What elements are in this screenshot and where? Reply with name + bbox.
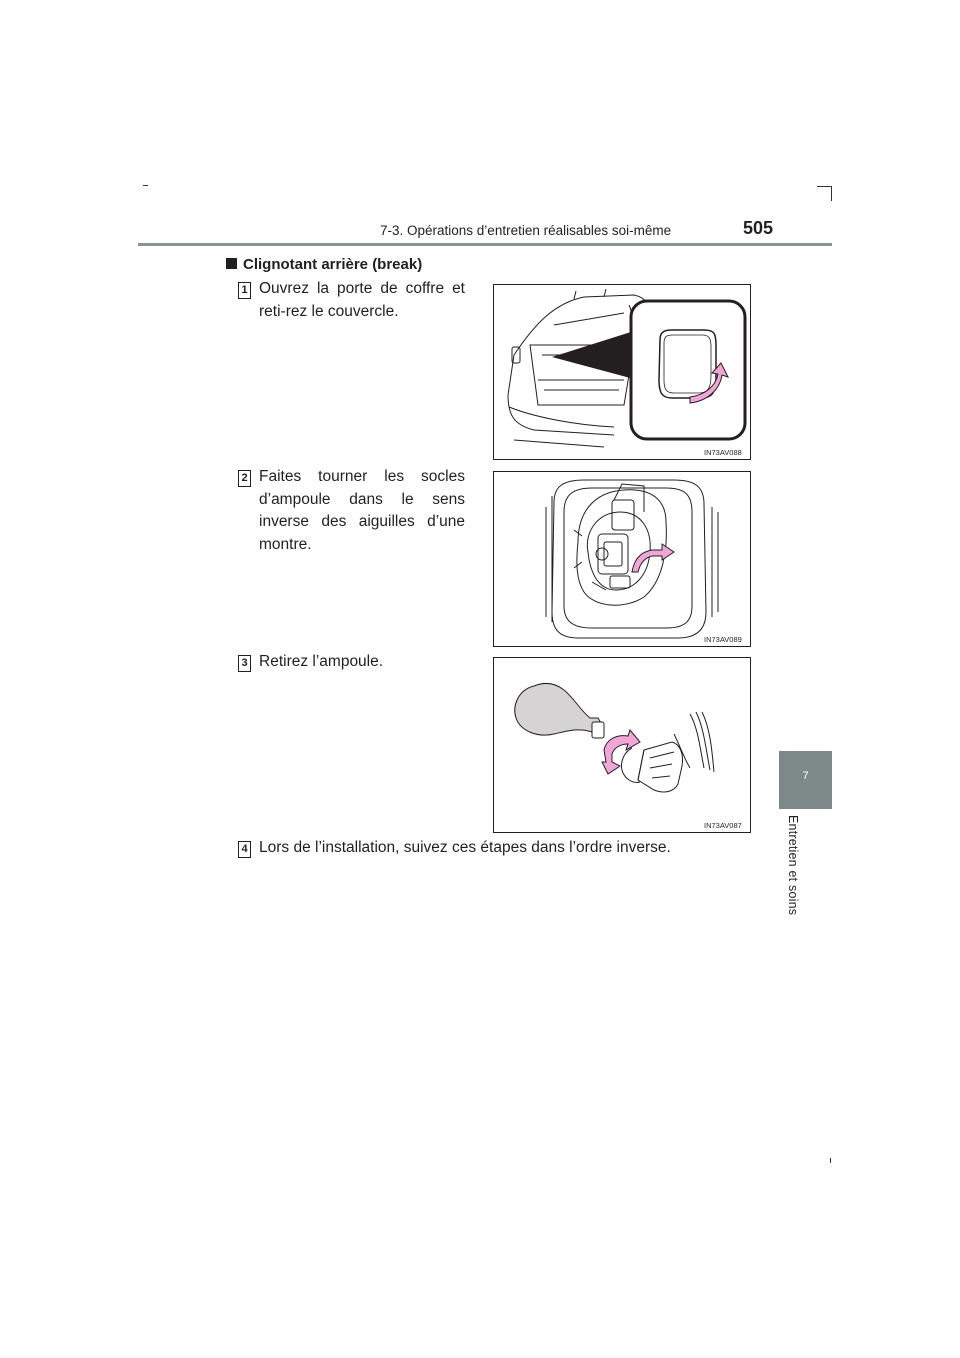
square-bullet-icon xyxy=(226,258,237,269)
figure-code: IN73AV088 xyxy=(704,448,742,457)
bulb-illustration xyxy=(514,682,715,793)
section-title: Clignotant arrière (break) xyxy=(226,256,422,273)
step-number: 3 xyxy=(238,655,251,672)
step-text: Retirez l’ampoule. xyxy=(259,653,384,670)
page-number: 505 xyxy=(743,218,774,238)
socket-illustration xyxy=(545,479,719,639)
crop-mark xyxy=(817,186,832,187)
figure-socket: IN73AV089 xyxy=(493,471,751,647)
step-number: 2 xyxy=(238,470,251,487)
step-number: 4 xyxy=(238,841,251,858)
step-text: Ouvrez la porte de coffre et reti-rez le… xyxy=(259,280,465,320)
section-title-text: Clignotant arrière (break) xyxy=(243,256,423,273)
step-text: Lors de l’installation, suivez ces étape… xyxy=(259,839,671,856)
figure-bulb: IN73AV087 xyxy=(493,657,751,833)
crop-mark xyxy=(830,1158,831,1163)
chapter-tab xyxy=(779,751,832,809)
figure-tailgate: IN73AV088 xyxy=(493,284,751,460)
step-text: Faites tourner les socles d’ampoule dans… xyxy=(259,468,465,553)
figure-code: IN73AV089 xyxy=(704,635,742,644)
tailgate-illustration xyxy=(507,288,747,448)
figure-code: IN73AV087 xyxy=(704,821,742,830)
crop-mark xyxy=(831,186,832,201)
header-rule xyxy=(138,243,832,246)
chapter-number: 7 xyxy=(802,770,809,782)
crop-mark xyxy=(143,185,148,186)
step-number: 1 xyxy=(238,282,251,299)
chapter-label: Entretien et soins xyxy=(786,815,800,916)
running-header: 7-3. Opérations d’entretien réalisables … xyxy=(380,223,672,238)
